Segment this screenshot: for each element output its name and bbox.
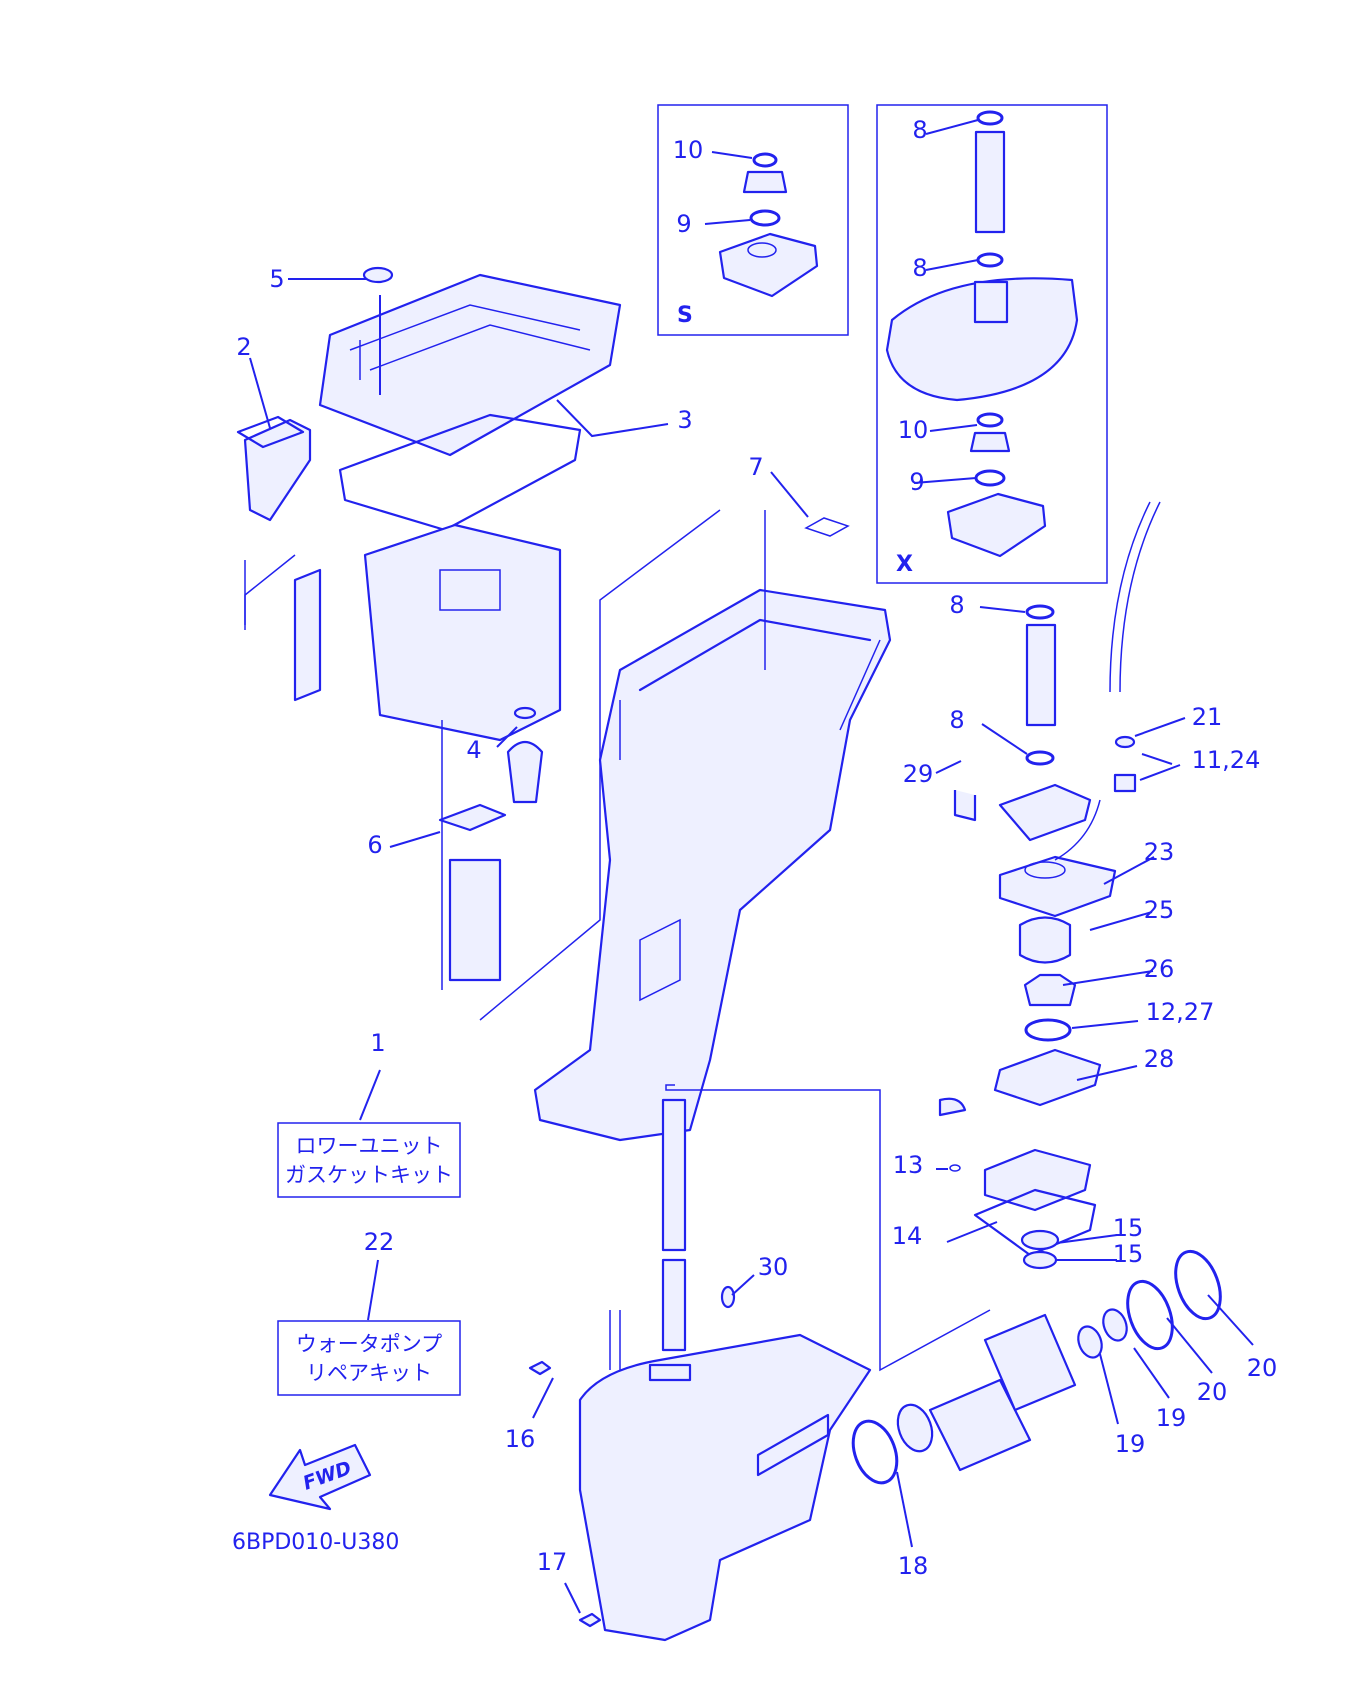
callout-13: 13 — [893, 1151, 924, 1179]
callout-22: 22 — [364, 1228, 395, 1256]
callout-15a: 15 — [1113, 1214, 1144, 1242]
svg-text:ロワーユニット: ロワーユニット — [296, 1134, 443, 1158]
callout-19a: 19 — [1115, 1430, 1146, 1458]
callout-4: 4 — [466, 736, 481, 764]
inset-box-s: S — [657, 104, 849, 336]
callout-8b: 8 — [912, 254, 927, 282]
callout-9-x: 9 — [909, 468, 924, 496]
svg-text:リペアキット: リペアキット — [306, 1361, 432, 1385]
callout-2: 2 — [236, 333, 251, 361]
callout-26: 26 — [1144, 955, 1175, 983]
inset-box-x: X — [876, 104, 1108, 584]
callout-5: 5 — [269, 265, 284, 293]
callout-8a: 8 — [912, 116, 927, 144]
diagram-code: 6BPD010-U380 — [232, 1530, 399, 1555]
callout-6: 6 — [367, 831, 382, 859]
callout-20b: 20 — [1247, 1354, 1278, 1382]
callout-23: 23 — [1144, 838, 1175, 866]
callout-14: 14 — [892, 1222, 923, 1250]
callout-15b: 15 — [1113, 1240, 1144, 1268]
callout-8d: 8 — [949, 706, 964, 734]
callout-10-s: 10 — [673, 136, 704, 164]
kit-box-lower-unit-gasket: ロワーユニット ガスケットキット — [277, 1122, 461, 1198]
box-tag-x: X — [896, 552, 913, 577]
callout-21: 21 — [1192, 703, 1223, 731]
water-pump-group — [938, 501, 1161, 1270]
drive-shaft — [661, 1084, 991, 1372]
callout-3: 3 — [677, 406, 692, 434]
callout-28: 28 — [1144, 1045, 1175, 1073]
callout-10-x: 10 — [898, 416, 929, 444]
callout-8c: 8 — [949, 591, 964, 619]
callout-20a: 20 — [1197, 1378, 1228, 1406]
callout-30: 30 — [758, 1253, 789, 1281]
callout-18: 18 — [898, 1552, 929, 1580]
lower-gear-case — [528, 1285, 872, 1642]
callout-11-24: 11,24 — [1192, 746, 1261, 774]
callout-16: 16 — [505, 1425, 536, 1453]
callout-7: 7 — [748, 453, 763, 481]
callout-29: 29 — [903, 760, 934, 788]
callout-labels: 1 2 3 4 5 6 7 8 8 8 8 9 9 10 10 11,24 12… — [236, 116, 1277, 1580]
callout-9-s: 9 — [676, 210, 691, 238]
fwd-arrow: FWD — [268, 1443, 372, 1511]
propeller-shaft-parts — [851, 1249, 1222, 1485]
callout-25: 25 — [1144, 896, 1175, 924]
callout-19b: 19 — [1156, 1404, 1187, 1432]
callout-1: 1 — [370, 1029, 385, 1057]
box-tag-s: S — [677, 303, 693, 328]
callout-17: 17 — [537, 1548, 568, 1576]
callout-12-27: 12,27 — [1146, 998, 1215, 1026]
kit-box-water-pump-repair: ウォータポンプ リペアキット — [277, 1320, 461, 1396]
svg-text:ウォータポンプ: ウォータポンプ — [296, 1332, 442, 1356]
leader-lines — [249, 119, 1254, 1614]
svg-text:ガスケットキット: ガスケットキット — [285, 1163, 453, 1187]
engine-mount-group — [236, 266, 622, 990]
drive-shaft-housing — [479, 509, 892, 1142]
